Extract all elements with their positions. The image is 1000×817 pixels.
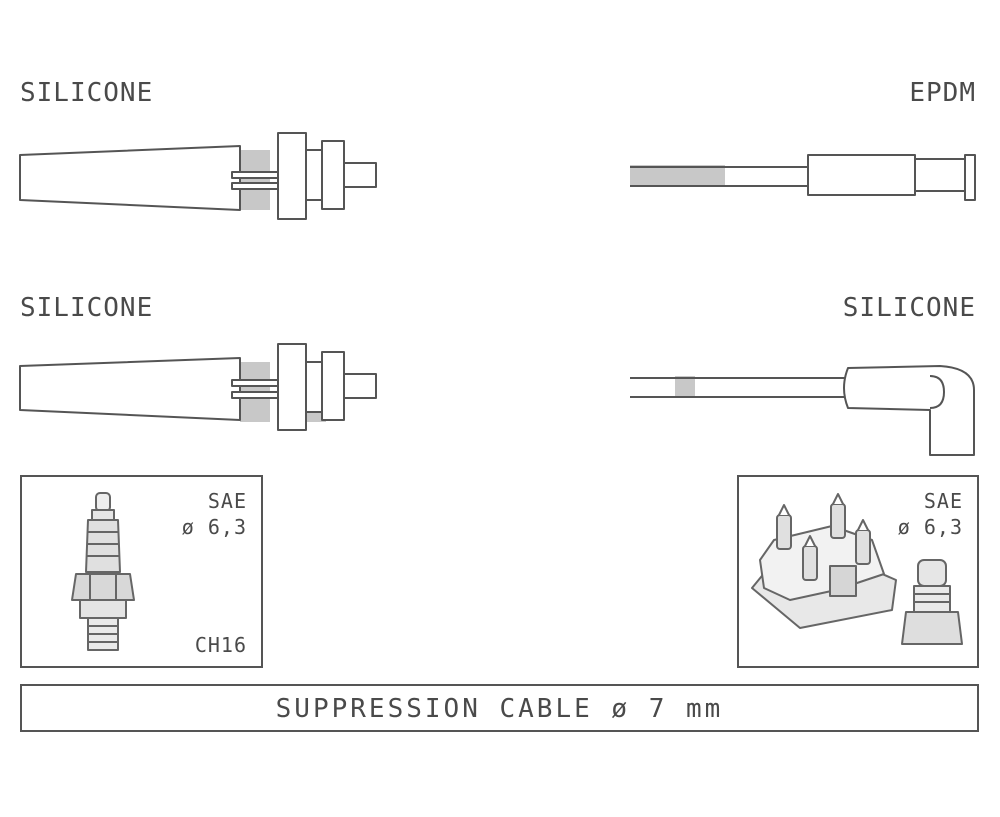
spark-plug-boot-straight-icon	[19, 132, 377, 220]
spark-plug-panel: SAE ø 6,3 CH16	[20, 475, 263, 668]
spark-plug-diameter-label: ø 6,3	[181, 515, 247, 539]
distributor-boot-straight-icon	[630, 154, 976, 201]
spark-plug-code-label: CH16	[194, 633, 247, 657]
top-right-material-label: EPDM	[909, 78, 976, 108]
suppression-cable-label: SUPPRESSION CABLE ø 7 mm	[275, 694, 724, 724]
bottom-left-material-label: SILICONE	[20, 293, 154, 323]
distributor-boot-angled-icon	[630, 365, 975, 456]
distributor-cap-icon	[751, 493, 897, 629]
distributor-diameter-label: ø 6,3	[897, 515, 963, 539]
suppression-cable-bar: SUPPRESSION CABLE ø 7 mm	[20, 684, 979, 732]
top-left-material-label: SILICONE	[20, 78, 154, 108]
distributor-standard-label: SAE	[923, 489, 963, 513]
spark-plug-standard-label: SAE	[207, 489, 247, 513]
distributor-panel: SAE ø 6,3	[737, 475, 979, 668]
bottom-right-material-label: SILICONE	[842, 293, 976, 323]
distributor-terminal-icon	[901, 559, 963, 645]
spark-plug-icon	[71, 492, 135, 651]
spark-plug-boot-straight-icon	[19, 343, 377, 431]
